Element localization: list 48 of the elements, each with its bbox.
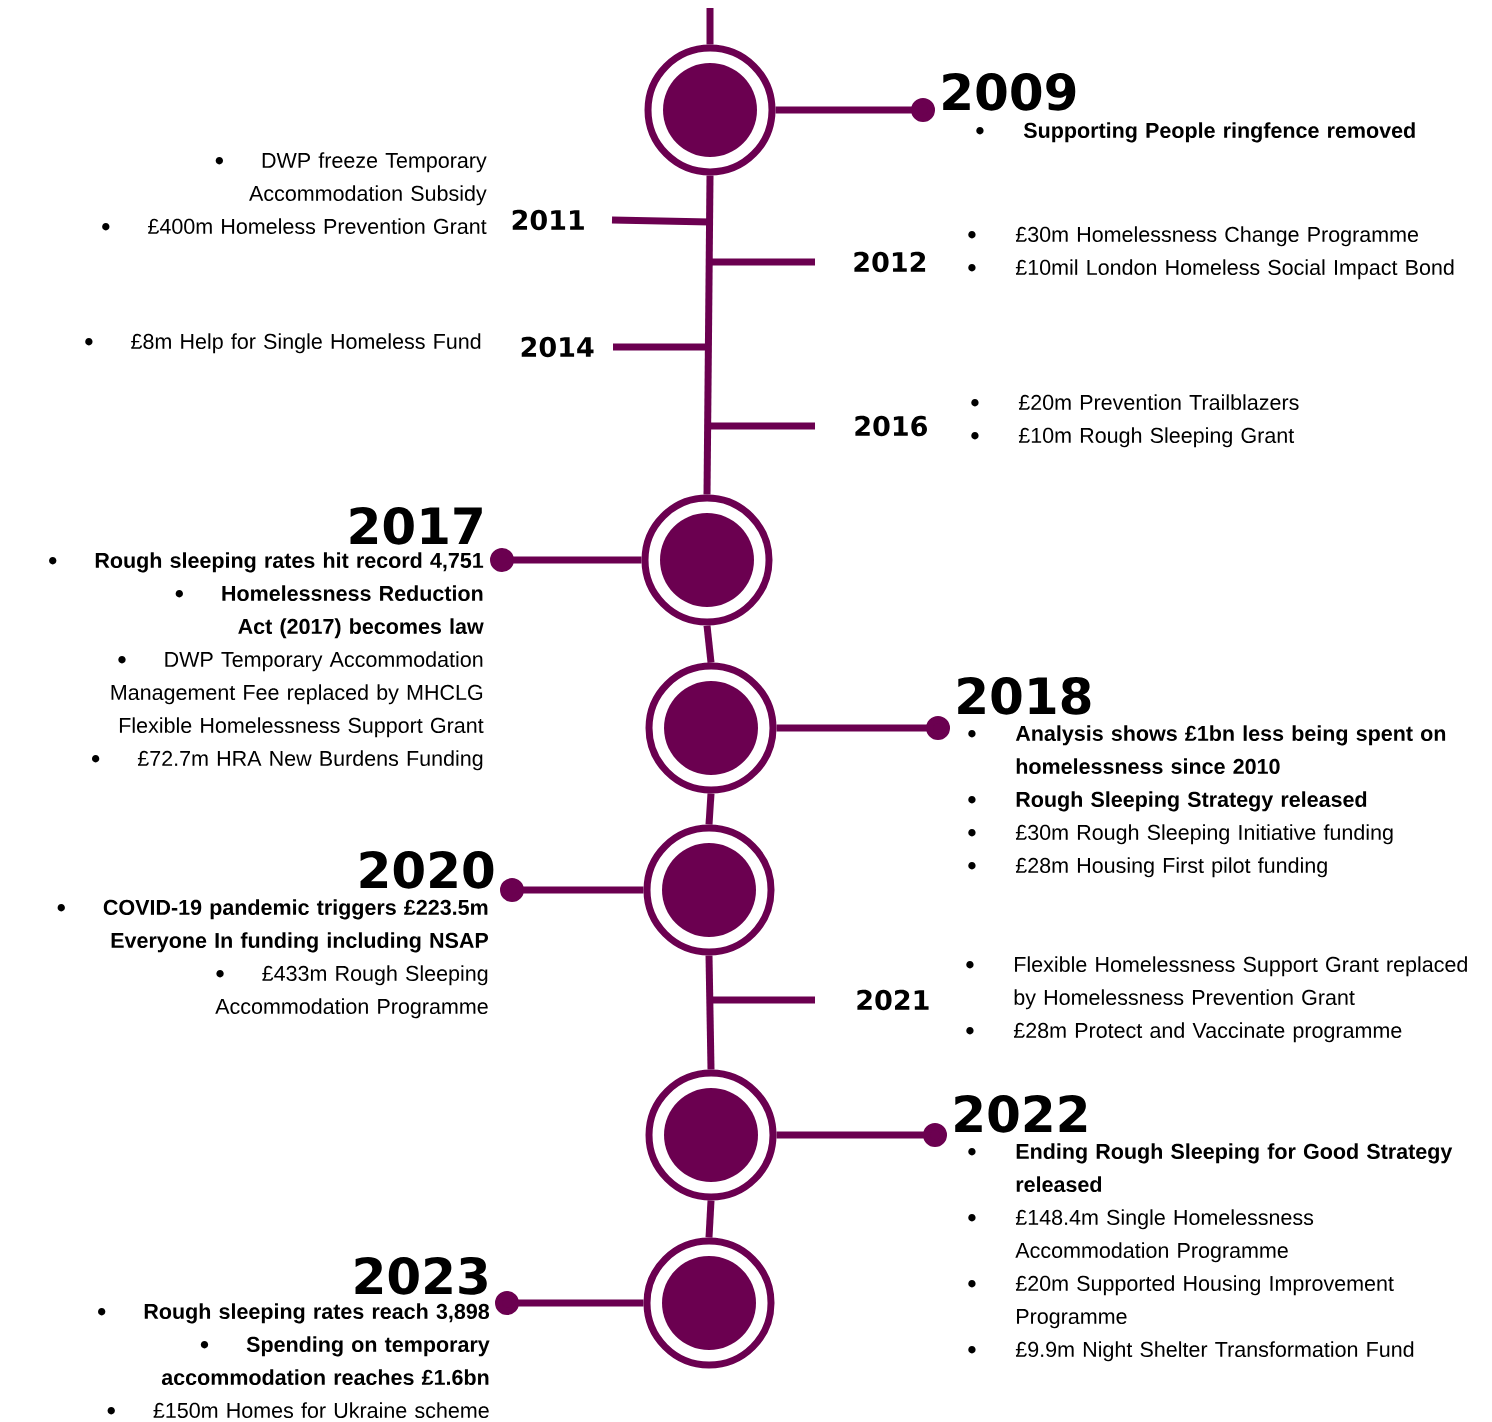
year-label: 2014	[521, 336, 594, 358]
year-label: 2020	[360, 850, 494, 889]
bullet-item: Ending Rough Sleeping for Good Strategy released	[968, 1143, 1453, 1193]
bullet-item: £9.9m Night Shelter Transformation Fund	[968, 1341, 1414, 1362]
bullet-item: Rough sleeping rates reach 3,898	[98, 1303, 490, 1324]
connector-line	[776, 1123, 947, 1147]
timeline-circle	[643, 1237, 775, 1369]
bullet-item: Homelessness Reduction Act (2017) becomes law	[175, 585, 484, 639]
bullet-item: £433m Rough Sleeping Accommodation Programme	[215, 965, 488, 1019]
bullet-item: £72.7m HRA New Burdens Funding	[92, 750, 483, 771]
bullet-item: Spending on temporary accommodation reaches £1.6bn	[161, 1336, 490, 1386]
bullet-item: £28m Housing First pilot funding	[968, 857, 1327, 878]
year-label: 2012	[854, 251, 926, 273]
bullet-item: £10m Rough Sleeping Grant	[971, 427, 1295, 448]
bullet-item: DWP Temporary Accommodation Management Fee replaced by MHCLG Flexible Homelessness Support Grant	[111, 651, 484, 738]
bullet-item: £10mil London Homeless Social Impact Bond	[968, 259, 1454, 280]
timeline-circle	[641, 494, 773, 626]
year-label: 2021	[857, 989, 929, 1011]
bullet-item: COVID-19 pandemic triggers £223.5m Everyone In funding including NSAP	[57, 899, 489, 953]
timeline-circle	[645, 662, 777, 794]
bullet-item: Supporting People ringfence removed	[976, 122, 1415, 143]
timeline-line	[703, 625, 715, 663]
bullet-item: £20m Prevention Trailblazers	[971, 394, 1299, 411]
bullet-item: DWP freeze Temporary Accommodation Subsidy	[215, 152, 487, 206]
connector-line	[776, 716, 950, 740]
bullet-item: £20m Supported Housing Improvement Programme	[968, 1275, 1394, 1329]
bullet-item: £30m Homelessness Change Programme	[968, 226, 1418, 247]
year-label: 2023	[355, 1256, 487, 1295]
bullet-item: Analysis shows £1bn less being spent on homelessness since 2010	[968, 725, 1446, 775]
bullet-item: Rough sleeping rates hit record 4,751	[49, 552, 484, 573]
timeline-circle	[644, 44, 776, 176]
year-label: 2018	[958, 676, 1091, 715]
bullet-item: £28m Protect and Vaccinate programme	[966, 1022, 1402, 1043]
year-label: 2017	[350, 506, 482, 545]
year-label: 2016	[855, 415, 927, 437]
bullet-item: £148.4m Single Homelessness Accommodation Programme	[968, 1209, 1314, 1263]
year-label: 2022	[955, 1094, 1087, 1133]
connector-line	[775, 98, 935, 122]
bullet-item: £150m Homes for Ukraine scheme	[107, 1402, 489, 1419]
bullet-item: £8m Help for Single Homeless Fund	[85, 333, 481, 354]
timeline-circle	[643, 824, 775, 956]
bullet-item: Rough Sleeping Strategy released	[968, 791, 1367, 812]
timeline-circle	[645, 1069, 777, 1201]
year-label: 2011	[512, 209, 584, 231]
year-label: 2009	[943, 72, 1076, 111]
bullet-item: £30m Rough Sleeping Initiative funding	[968, 824, 1393, 845]
bullet-item: £400m Homeless Prevention Grant	[102, 218, 487, 235]
bullet-item: Flexible Homelessness Support Grant replaced by Homelessness Prevention Grant	[966, 956, 1467, 1010]
